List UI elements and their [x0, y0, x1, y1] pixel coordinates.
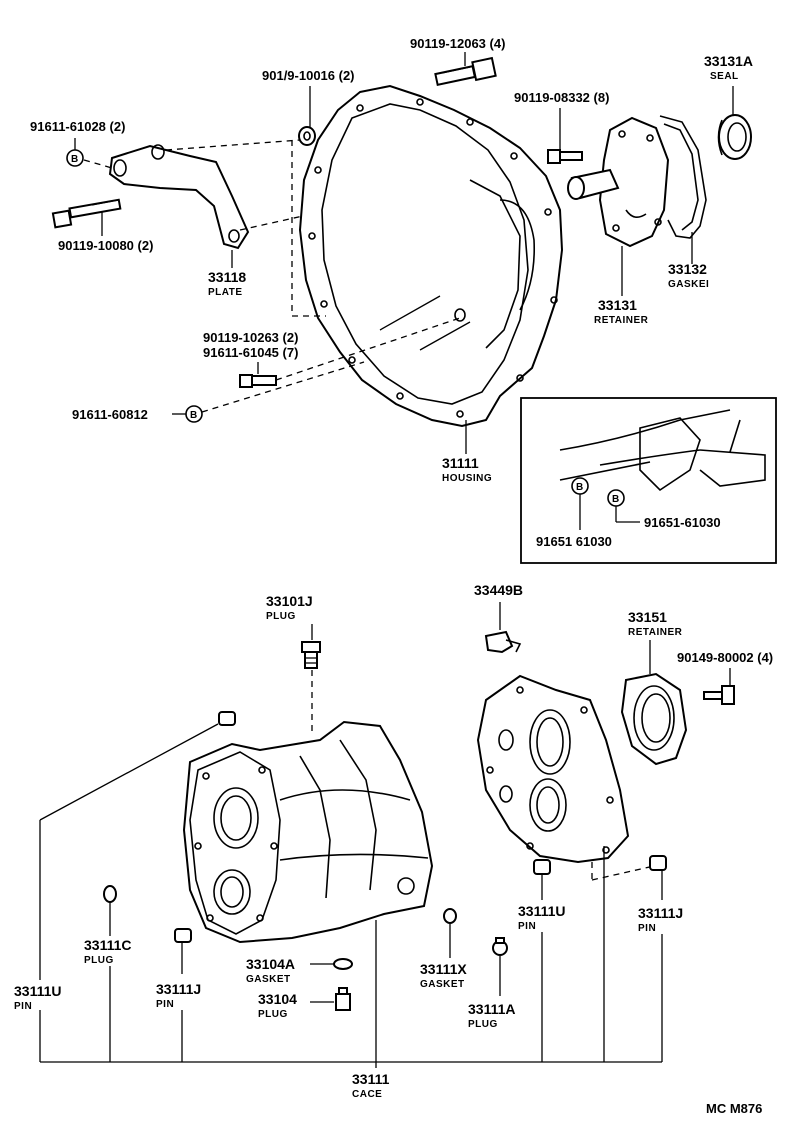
- pin-33111j-right-icon: [649, 855, 667, 871]
- badge-b-icon: B: [66, 149, 84, 167]
- part-33449b-label: 33449B: [474, 582, 523, 598]
- part-33111a-label: 33111A: [468, 1001, 516, 1017]
- plug-33111a-icon: [492, 937, 508, 956]
- part-33111j-right-name: PIN: [638, 923, 656, 934]
- gasket-33104a-icon: [333, 958, 353, 970]
- part-33111x-name: GASKET: [420, 979, 465, 990]
- badge-b-icon: B: [185, 405, 203, 423]
- part-90119-10080-label: 90119-10080 (2): [58, 238, 153, 253]
- bolt-90119-08332-icon: [547, 149, 583, 164]
- retainer-33131-icon: [567, 116, 670, 248]
- part-90149-80002-label: 90149-80002 (4): [677, 650, 773, 665]
- pin-33111j-left-icon: [174, 928, 192, 943]
- part-31111-name: HOUSING: [442, 473, 492, 484]
- part-33111j-left-label: 33111J: [156, 981, 201, 997]
- part-33132-label: 33132: [668, 261, 707, 277]
- part-33131a-name: SEAL: [710, 71, 739, 82]
- nut-90179-10016-icon: [298, 126, 316, 146]
- badge-b-icon: B: [607, 489, 625, 507]
- bolt-90119-12063-icon: [434, 56, 497, 87]
- part-33118-label: 33118: [208, 269, 246, 285]
- part-33111j-right-label: 33111J: [638, 905, 683, 921]
- part-33104a-name: GASKET: [246, 974, 291, 985]
- plug-33111c-icon: [103, 885, 117, 903]
- dashed-guide-line: [591, 865, 655, 881]
- part-33151-name: RETAINER: [628, 627, 683, 638]
- part-91651-61030-right-label: 91651-61030: [644, 515, 721, 530]
- leader-line: [39, 723, 219, 821]
- assembly-bracket: [39, 846, 663, 1068]
- svg-text:B: B: [190, 410, 197, 421]
- dashed-guide-line: [165, 139, 301, 151]
- badge-b-icon: B: [571, 477, 589, 495]
- bolt-90119-10080-icon: [51, 198, 122, 229]
- part-33111j-left-name: PIN: [156, 999, 174, 1010]
- part-33101j-name: PLUG: [266, 611, 296, 622]
- part-33101j-label: 33101J: [266, 593, 313, 609]
- dashed-guide-line: [239, 209, 331, 231]
- gasket-33111x-icon: [443, 908, 457, 924]
- part-91651-61030-left-label: 91651 61030: [536, 534, 612, 549]
- bolt-90149-80002-icon: [703, 685, 735, 705]
- part-33104-label: 33104: [258, 991, 297, 1007]
- part-33104a-label: 33104A: [246, 956, 295, 972]
- part-33131-label: 33131: [598, 297, 637, 313]
- case-33111-rear-icon: [476, 674, 630, 864]
- part-33111u-left-name: PIN: [14, 1001, 32, 1012]
- part-33111u-left-label: 33111U: [14, 983, 62, 999]
- part-33111u-right-label: 33111U: [518, 903, 566, 919]
- case-33111-front-icon: [182, 720, 434, 944]
- housing-31111-icon: [298, 84, 564, 428]
- part-33111u-right-name: PIN: [518, 921, 536, 932]
- part-91611-61028-label: 91611-61028 (2): [30, 119, 125, 134]
- detail-inset: [520, 397, 777, 564]
- part-33151-label: 33151: [628, 609, 667, 625]
- part-33132-name: GASKEI: [668, 279, 709, 290]
- plug-33101j-icon: [301, 641, 321, 669]
- retainer-33151-icon: [620, 672, 688, 766]
- bolt-90119-10263-icon: [239, 374, 277, 388]
- part-33118-name: PLATE: [208, 287, 243, 298]
- part-31111-label: 31111: [442, 455, 479, 471]
- seal-33131a-icon: [717, 114, 752, 160]
- part-33111a-name: PLUG: [468, 1019, 498, 1030]
- pin-33111u-icon: [218, 711, 236, 726]
- svg-text:B: B: [71, 154, 78, 165]
- plate-33118-icon: [108, 144, 250, 250]
- plug-33104-icon: [335, 987, 351, 1011]
- part-33111c-name: PLUG: [84, 955, 114, 966]
- diagram-reference-code: MC M876: [706, 1101, 762, 1116]
- part-90119-10263-label: 90119-10263 (2): [203, 330, 298, 345]
- dashed-guide-line: [83, 159, 113, 169]
- part-33111c-label: 33111C: [84, 937, 132, 953]
- dashed-guide-line: [201, 361, 365, 413]
- part-90119-08332-label: 90119-08332 (8): [514, 90, 609, 105]
- part-33131a-label: 33131A: [704, 53, 753, 69]
- part-33111-label: 33111: [352, 1071, 390, 1087]
- part-33111-name: CACE: [352, 1089, 382, 1100]
- svg-text:B: B: [612, 494, 619, 505]
- part-91611-60812-label: 91611-60812: [72, 407, 148, 422]
- part-33104-name: PLUG: [258, 1009, 288, 1020]
- clip-33449b-icon: [484, 630, 522, 654]
- part-90119-12063-label: 90119-12063 (4): [410, 36, 505, 51]
- gasket-33132-icon: [659, 115, 707, 239]
- part-33131-name: RETAINER: [594, 315, 649, 326]
- part-33111x-label: 33111X: [420, 961, 467, 977]
- pin-33111u-right-icon: [533, 859, 551, 875]
- part-91611-61045-label: 91611-61045 (7): [203, 345, 298, 360]
- part-90179-10016-label: 901/9-10016 (2): [262, 68, 355, 83]
- svg-text:B: B: [576, 482, 583, 493]
